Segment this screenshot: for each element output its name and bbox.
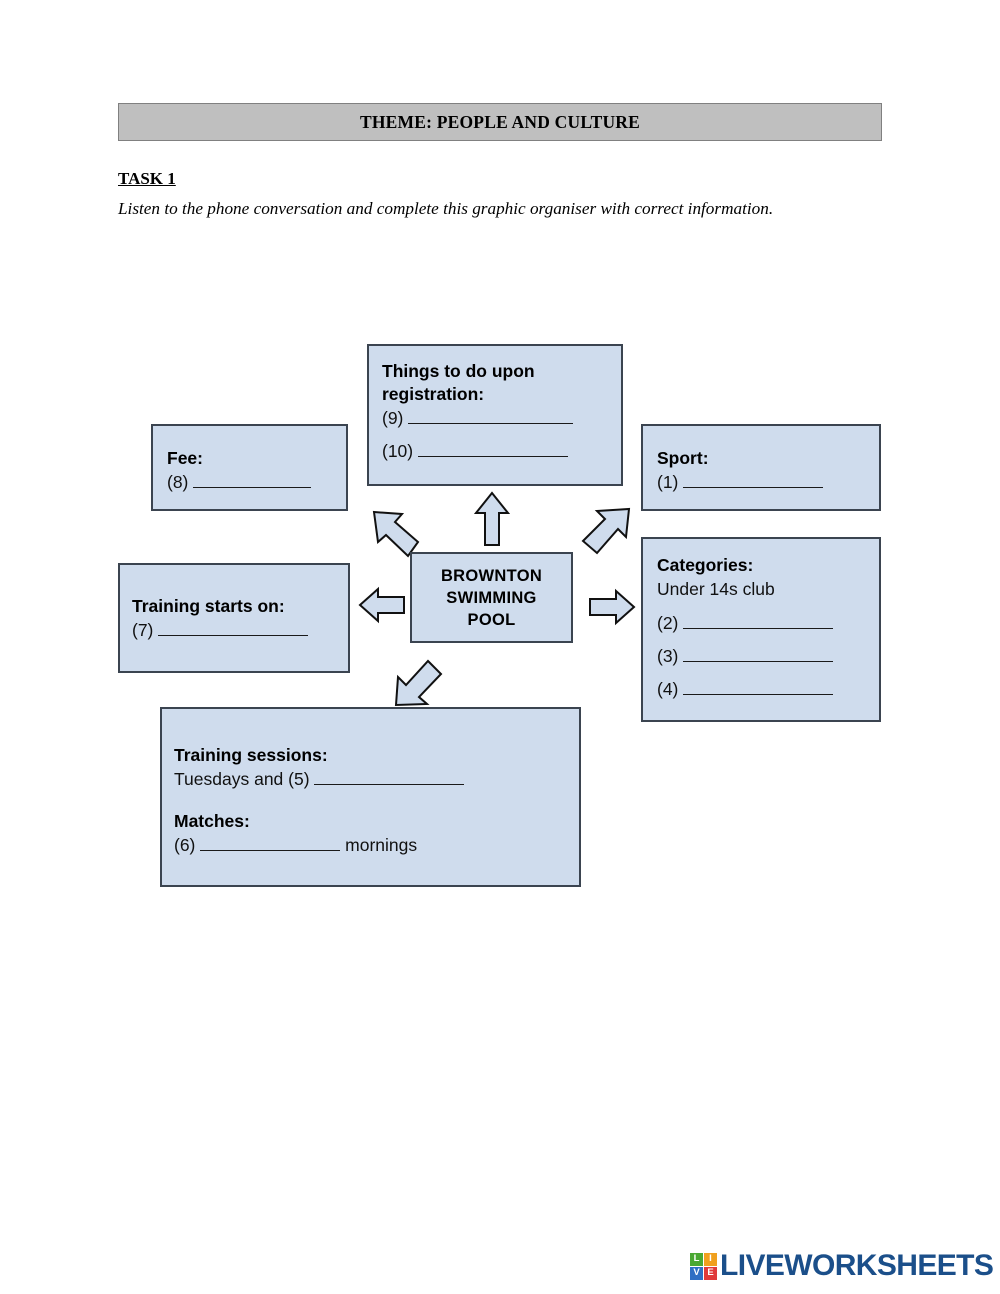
box-fee: Fee: (8) bbox=[151, 424, 348, 511]
blank-row-4: (4) bbox=[657, 677, 879, 702]
box-things-to-do-title-line2: registration: bbox=[382, 384, 485, 404]
blank-label-3: (3) bbox=[657, 646, 679, 666]
box-sport: Sport: (1) bbox=[641, 424, 881, 511]
blank-label-2: (2) bbox=[657, 613, 679, 633]
blank-row-1: (1) bbox=[657, 470, 879, 495]
box-things-to-do-title-line1: Things to do upon bbox=[382, 361, 535, 381]
box-training-starts-title: Training starts on: bbox=[132, 596, 285, 616]
box-categories-subtitle: Under 14s club bbox=[657, 579, 775, 599]
blank-line-6[interactable] bbox=[200, 835, 341, 851]
blank-row-5: Tuesdays and (5) bbox=[174, 767, 579, 792]
blank-suffix-6: mornings bbox=[345, 835, 418, 855]
box-categories: Categories: Under 14s club (2) (3) (4) bbox=[641, 537, 881, 722]
box-sport-content: Sport: (1) bbox=[643, 426, 879, 495]
blank-label-5: Tuesdays and (5) bbox=[174, 769, 310, 789]
box-things-to-do: Things to do upon registration: (9) (10) bbox=[367, 344, 623, 486]
box-training-sessions-content: Training sessions: Tuesdays and (5) Matc… bbox=[162, 709, 579, 858]
box-fee-content: Fee: (8) bbox=[153, 426, 346, 495]
task-title: TASK 1 bbox=[118, 169, 176, 188]
blank-row-8: (8) bbox=[167, 470, 346, 495]
box-training-starts-content: Training starts on: (7) bbox=[120, 565, 348, 643]
center-line-1: BROWNTON bbox=[440, 566, 543, 585]
arrow-down-left-icon bbox=[393, 657, 443, 709]
box-categories-content: Categories: Under 14s club (2) (3) (4) bbox=[643, 539, 879, 702]
logo-tile-e: E bbox=[704, 1266, 717, 1280]
liveworksheets-logo-tiles: L I V E bbox=[690, 1252, 717, 1280]
center-line-3: POOL bbox=[467, 610, 516, 629]
arrow-up-left-icon bbox=[371, 508, 421, 560]
blank-line-2[interactable] bbox=[683, 613, 834, 629]
logo-tile-l: L bbox=[690, 1252, 703, 1266]
blank-line-5[interactable] bbox=[314, 769, 465, 785]
box-matches-title: Matches: bbox=[174, 811, 250, 831]
box-training-sessions: Training sessions: Tuesdays and (5) Matc… bbox=[160, 707, 581, 887]
blank-label-9: (9) bbox=[382, 408, 404, 428]
arrow-up-right-icon bbox=[578, 505, 632, 561]
theme-banner: THEME: PEOPLE AND CULTURE bbox=[118, 103, 882, 141]
blank-line-3[interactable] bbox=[683, 646, 834, 662]
blank-label-8: (8) bbox=[167, 472, 189, 492]
box-fee-title: Fee: bbox=[167, 448, 203, 468]
arrow-left-icon bbox=[358, 586, 406, 624]
arrow-up-icon bbox=[473, 491, 511, 547]
box-things-to-do-content: Things to do upon registration: (9) (10) bbox=[369, 346, 621, 464]
blank-line-9[interactable] bbox=[408, 408, 574, 424]
blank-line-7[interactable] bbox=[158, 620, 309, 636]
logo-tile-i: I bbox=[704, 1252, 717, 1266]
blank-row-2: (2) bbox=[657, 611, 879, 636]
task-instructions: Listen to the phone conversation and com… bbox=[118, 199, 774, 218]
box-sport-title: Sport: bbox=[657, 448, 709, 468]
blank-line-10[interactable] bbox=[418, 441, 568, 457]
box-center-topic: BROWNTON SWIMMING POOL bbox=[410, 552, 573, 643]
blank-row-7: (7) bbox=[132, 618, 348, 643]
blank-line-8[interactable] bbox=[193, 472, 312, 488]
blank-row-6: (6) mornings bbox=[174, 833, 579, 858]
arrow-right-icon bbox=[588, 588, 636, 626]
blank-label-7: (7) bbox=[132, 620, 154, 640]
box-training-sessions-title: Training sessions: bbox=[174, 745, 328, 765]
liveworksheets-logo-word: LIVEWORKSHEETS bbox=[720, 1249, 994, 1282]
blank-row-10: (10) bbox=[382, 439, 621, 464]
center-line-2: SWIMMING bbox=[446, 588, 537, 607]
theme-banner-text: THEME: PEOPLE AND CULTURE bbox=[359, 111, 641, 132]
blank-label-10: (10) bbox=[382, 441, 414, 461]
blank-line-1[interactable] bbox=[683, 472, 824, 488]
box-center-topic-text: BROWNTON SWIMMING POOL bbox=[441, 565, 542, 631]
blank-label-4: (4) bbox=[657, 679, 679, 699]
liveworksheets-logo: L I V E LIVEWORKSHEETS bbox=[690, 1249, 994, 1283]
blank-label-6: (6) bbox=[174, 835, 196, 855]
blank-label-1: (1) bbox=[657, 472, 679, 492]
box-categories-title: Categories: bbox=[657, 555, 754, 575]
box-training-starts: Training starts on: (7) bbox=[118, 563, 350, 673]
blank-row-3: (3) bbox=[657, 644, 879, 669]
blank-line-4[interactable] bbox=[683, 679, 834, 695]
logo-tile-v: V bbox=[690, 1266, 703, 1280]
blank-row-9: (9) bbox=[382, 406, 621, 431]
